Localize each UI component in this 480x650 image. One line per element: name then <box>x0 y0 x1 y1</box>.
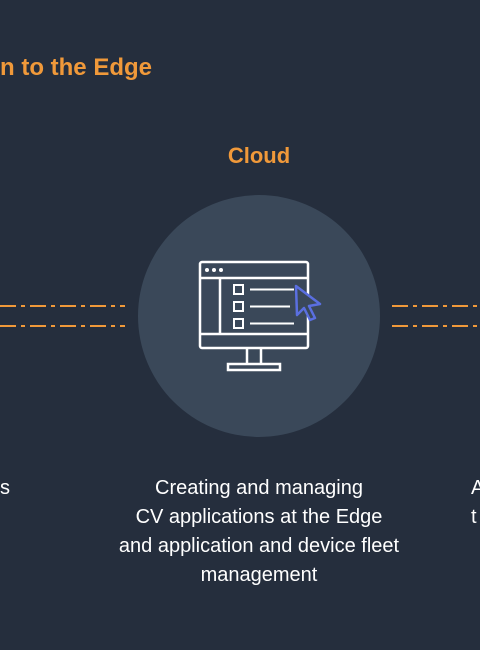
cloud-description: Creating and managing CV applications at… <box>0 474 480 590</box>
slide-title: n to the Edge <box>0 54 152 81</box>
cloud-circle <box>138 195 380 437</box>
right-fragment-line: A <box>471 477 480 499</box>
section-heading-cloud: Cloud <box>227 143 291 168</box>
description-line: management <box>200 564 318 586</box>
description-line: Creating and managing <box>155 477 363 499</box>
dashed-connector-left <box>0 305 125 327</box>
right-fragment-line: t <box>471 506 477 528</box>
description-line: CV applications at the Edge <box>135 506 383 528</box>
left-column-text-fragment: s <box>0 477 10 499</box>
cursor-icon <box>294 284 322 322</box>
dashed-connector-right <box>392 305 480 327</box>
computer-monitor-icon <box>198 260 322 372</box>
description-line: and application and device fleet <box>118 535 400 557</box>
right-column-text-fragment: A t <box>471 474 480 532</box>
